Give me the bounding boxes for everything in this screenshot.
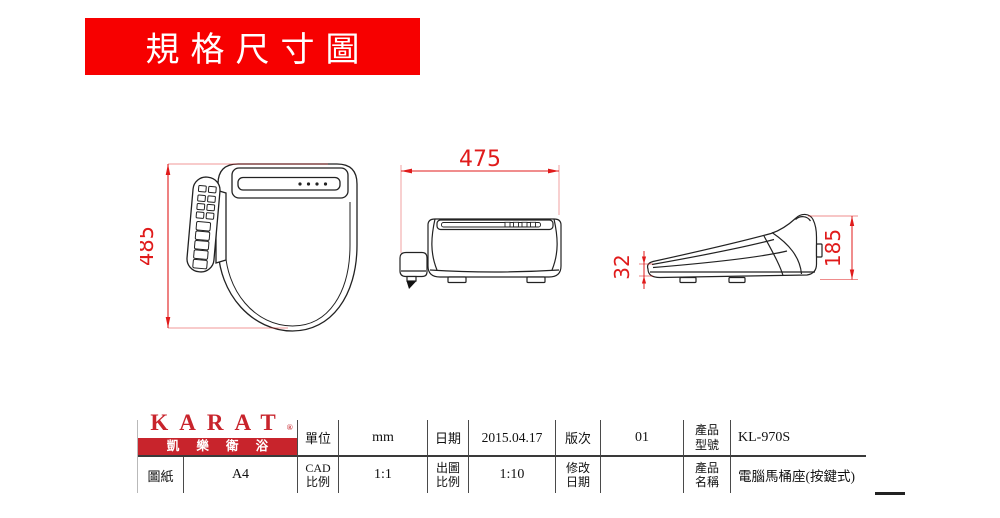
control-slot bbox=[237, 176, 341, 191]
model-label-cell: 產品型號 bbox=[684, 420, 731, 457]
unit-value-cell: mm bbox=[339, 420, 428, 457]
side-control-panel bbox=[186, 176, 221, 273]
panel-buttons bbox=[504, 221, 536, 228]
modified-date-label-cell: 修改日期 bbox=[556, 457, 601, 493]
foot-left bbox=[447, 276, 467, 284]
dim-32-text: 32 bbox=[612, 254, 634, 279]
plot-scale-label-cell: 出圖比例 bbox=[428, 457, 469, 493]
inlet-nozzle bbox=[406, 281, 416, 289]
dim-32: 32 bbox=[612, 251, 653, 289]
date-label-cell: 日期 bbox=[428, 420, 469, 457]
revision-value-cell: 01 bbox=[601, 420, 684, 457]
revision-label-cell: 版次 bbox=[556, 420, 601, 457]
karat-brand-text: KARAT® bbox=[150, 410, 293, 435]
page-corner-mark bbox=[875, 492, 905, 495]
dim-475-text: 475 bbox=[459, 147, 501, 172]
rear-mount-tab bbox=[815, 243, 823, 258]
cad-scale-value-cell: 1:1 bbox=[339, 457, 428, 493]
dim-485: 485 bbox=[140, 163, 328, 329]
title-block-row-1: KARAT® 凱 樂 衛 浴 單位 mm 日期 2015.04.17 版次 01… bbox=[138, 411, 866, 457]
karat-logo: KARAT® 凱 樂 衛 浴 bbox=[138, 411, 298, 457]
toilet-seat-side-outline bbox=[646, 213, 823, 284]
tank-front-seam bbox=[763, 235, 784, 276]
front-view-drawing: 475 bbox=[399, 147, 562, 289]
product-name-label-cell: 產品名稱 bbox=[684, 457, 731, 493]
foot-right bbox=[526, 276, 546, 284]
product-name-value-cell: 電腦馬桶座(按鍵式) bbox=[738, 469, 855, 484]
toilet-seat-top-outline bbox=[186, 163, 358, 332]
top-view-drawing: 485 bbox=[140, 163, 358, 332]
sheet-label-cell: 圖紙 bbox=[138, 457, 184, 493]
model-value-cell: KL-970S bbox=[731, 420, 866, 457]
title-block-table: KARAT® 凱 樂 衛 浴 單位 mm 日期 2015.04.17 版次 01… bbox=[137, 411, 866, 493]
date-value-cell: 2015.04.17 bbox=[469, 420, 556, 457]
spec-title-banner: 規格尺寸圖 bbox=[85, 18, 420, 75]
dim-185: 185 bbox=[808, 215, 858, 280]
registered-mark: ® bbox=[286, 423, 293, 432]
water-inlet-valve bbox=[399, 251, 428, 278]
foot-back bbox=[728, 276, 746, 284]
plot-scale-value-cell: 1:10 bbox=[469, 457, 556, 493]
sheet-value-cell: A4 bbox=[184, 457, 298, 493]
karat-subtitle-band: 凱 樂 衛 浴 bbox=[138, 438, 297, 455]
dim-485-text: 485 bbox=[140, 226, 158, 266]
foot-front bbox=[679, 276, 697, 284]
spec-title-text: 規格尺寸圖 bbox=[145, 31, 371, 69]
side-view-drawing: 32 185 bbox=[612, 213, 858, 289]
dim-475: 475 bbox=[400, 147, 560, 253]
modified-date-value-cell bbox=[601, 457, 684, 493]
dim-185-text: 185 bbox=[821, 229, 845, 267]
indicator-dots bbox=[298, 182, 328, 186]
toilet-seat-front-outline bbox=[399, 218, 562, 289]
unit-label-cell: 單位 bbox=[298, 420, 339, 457]
